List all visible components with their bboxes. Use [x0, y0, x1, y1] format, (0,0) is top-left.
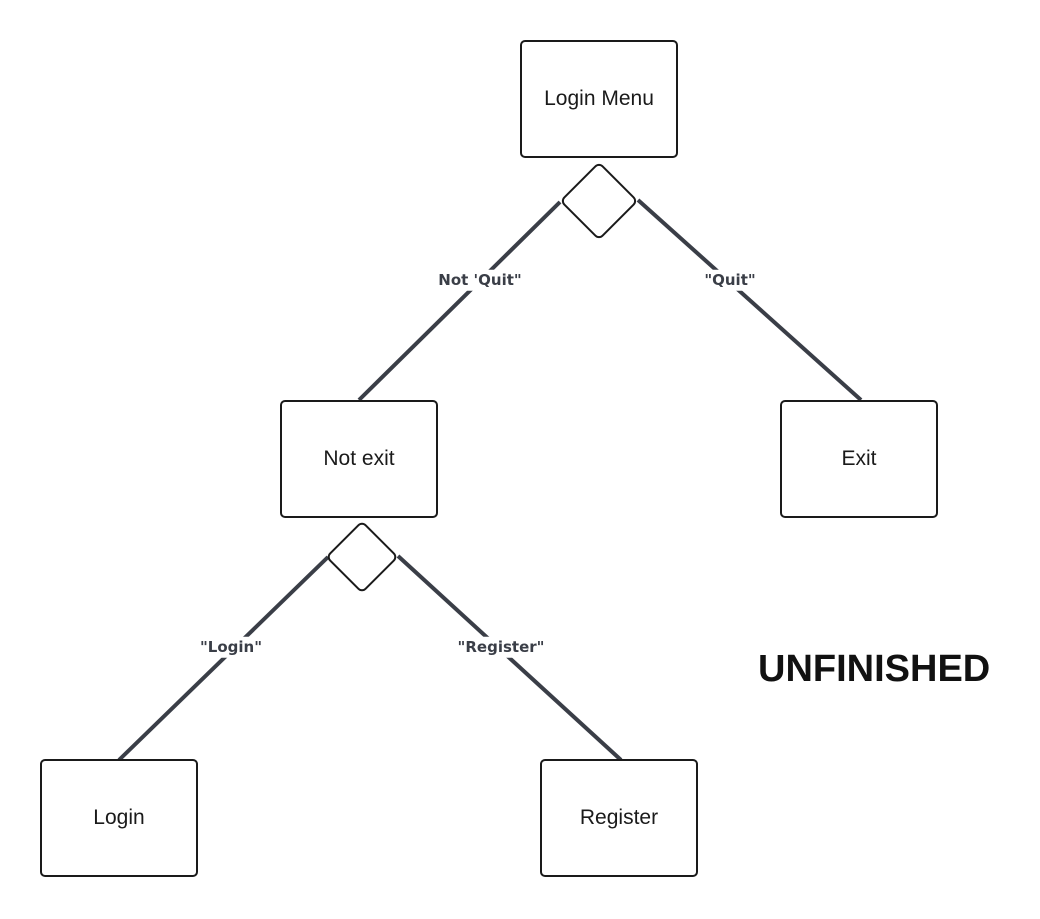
node-register: Register: [540, 759, 698, 877]
edge-label-quit: "Quit": [701, 269, 759, 291]
edge-label-register: "Register": [454, 636, 548, 658]
node-label: Login Menu: [544, 87, 654, 110]
unfinished-annotation: UNFINISHED: [758, 648, 991, 690]
decision-diamond-login-menu: [561, 163, 637, 239]
edge-quit: [636, 198, 863, 402]
node-label: Exit: [841, 447, 877, 470]
node-not-exit: Not exit: [280, 400, 438, 518]
edge-label-login: "Login": [196, 636, 266, 658]
decision-diamond-not-exit: [327, 522, 397, 592]
node-exit: Exit: [780, 400, 938, 518]
edge-not-quit: [357, 200, 562, 402]
node-login-menu: Login Menu: [520, 40, 678, 158]
node-label: Login: [93, 806, 145, 829]
node-label: Register: [579, 806, 659, 829]
edge-label-not-quit: Not 'Quit": [435, 269, 525, 291]
edge-register: [396, 554, 623, 762]
edge-login: [117, 555, 330, 762]
node-login: Login: [40, 759, 198, 877]
node-label: Not exit: [323, 447, 395, 470]
